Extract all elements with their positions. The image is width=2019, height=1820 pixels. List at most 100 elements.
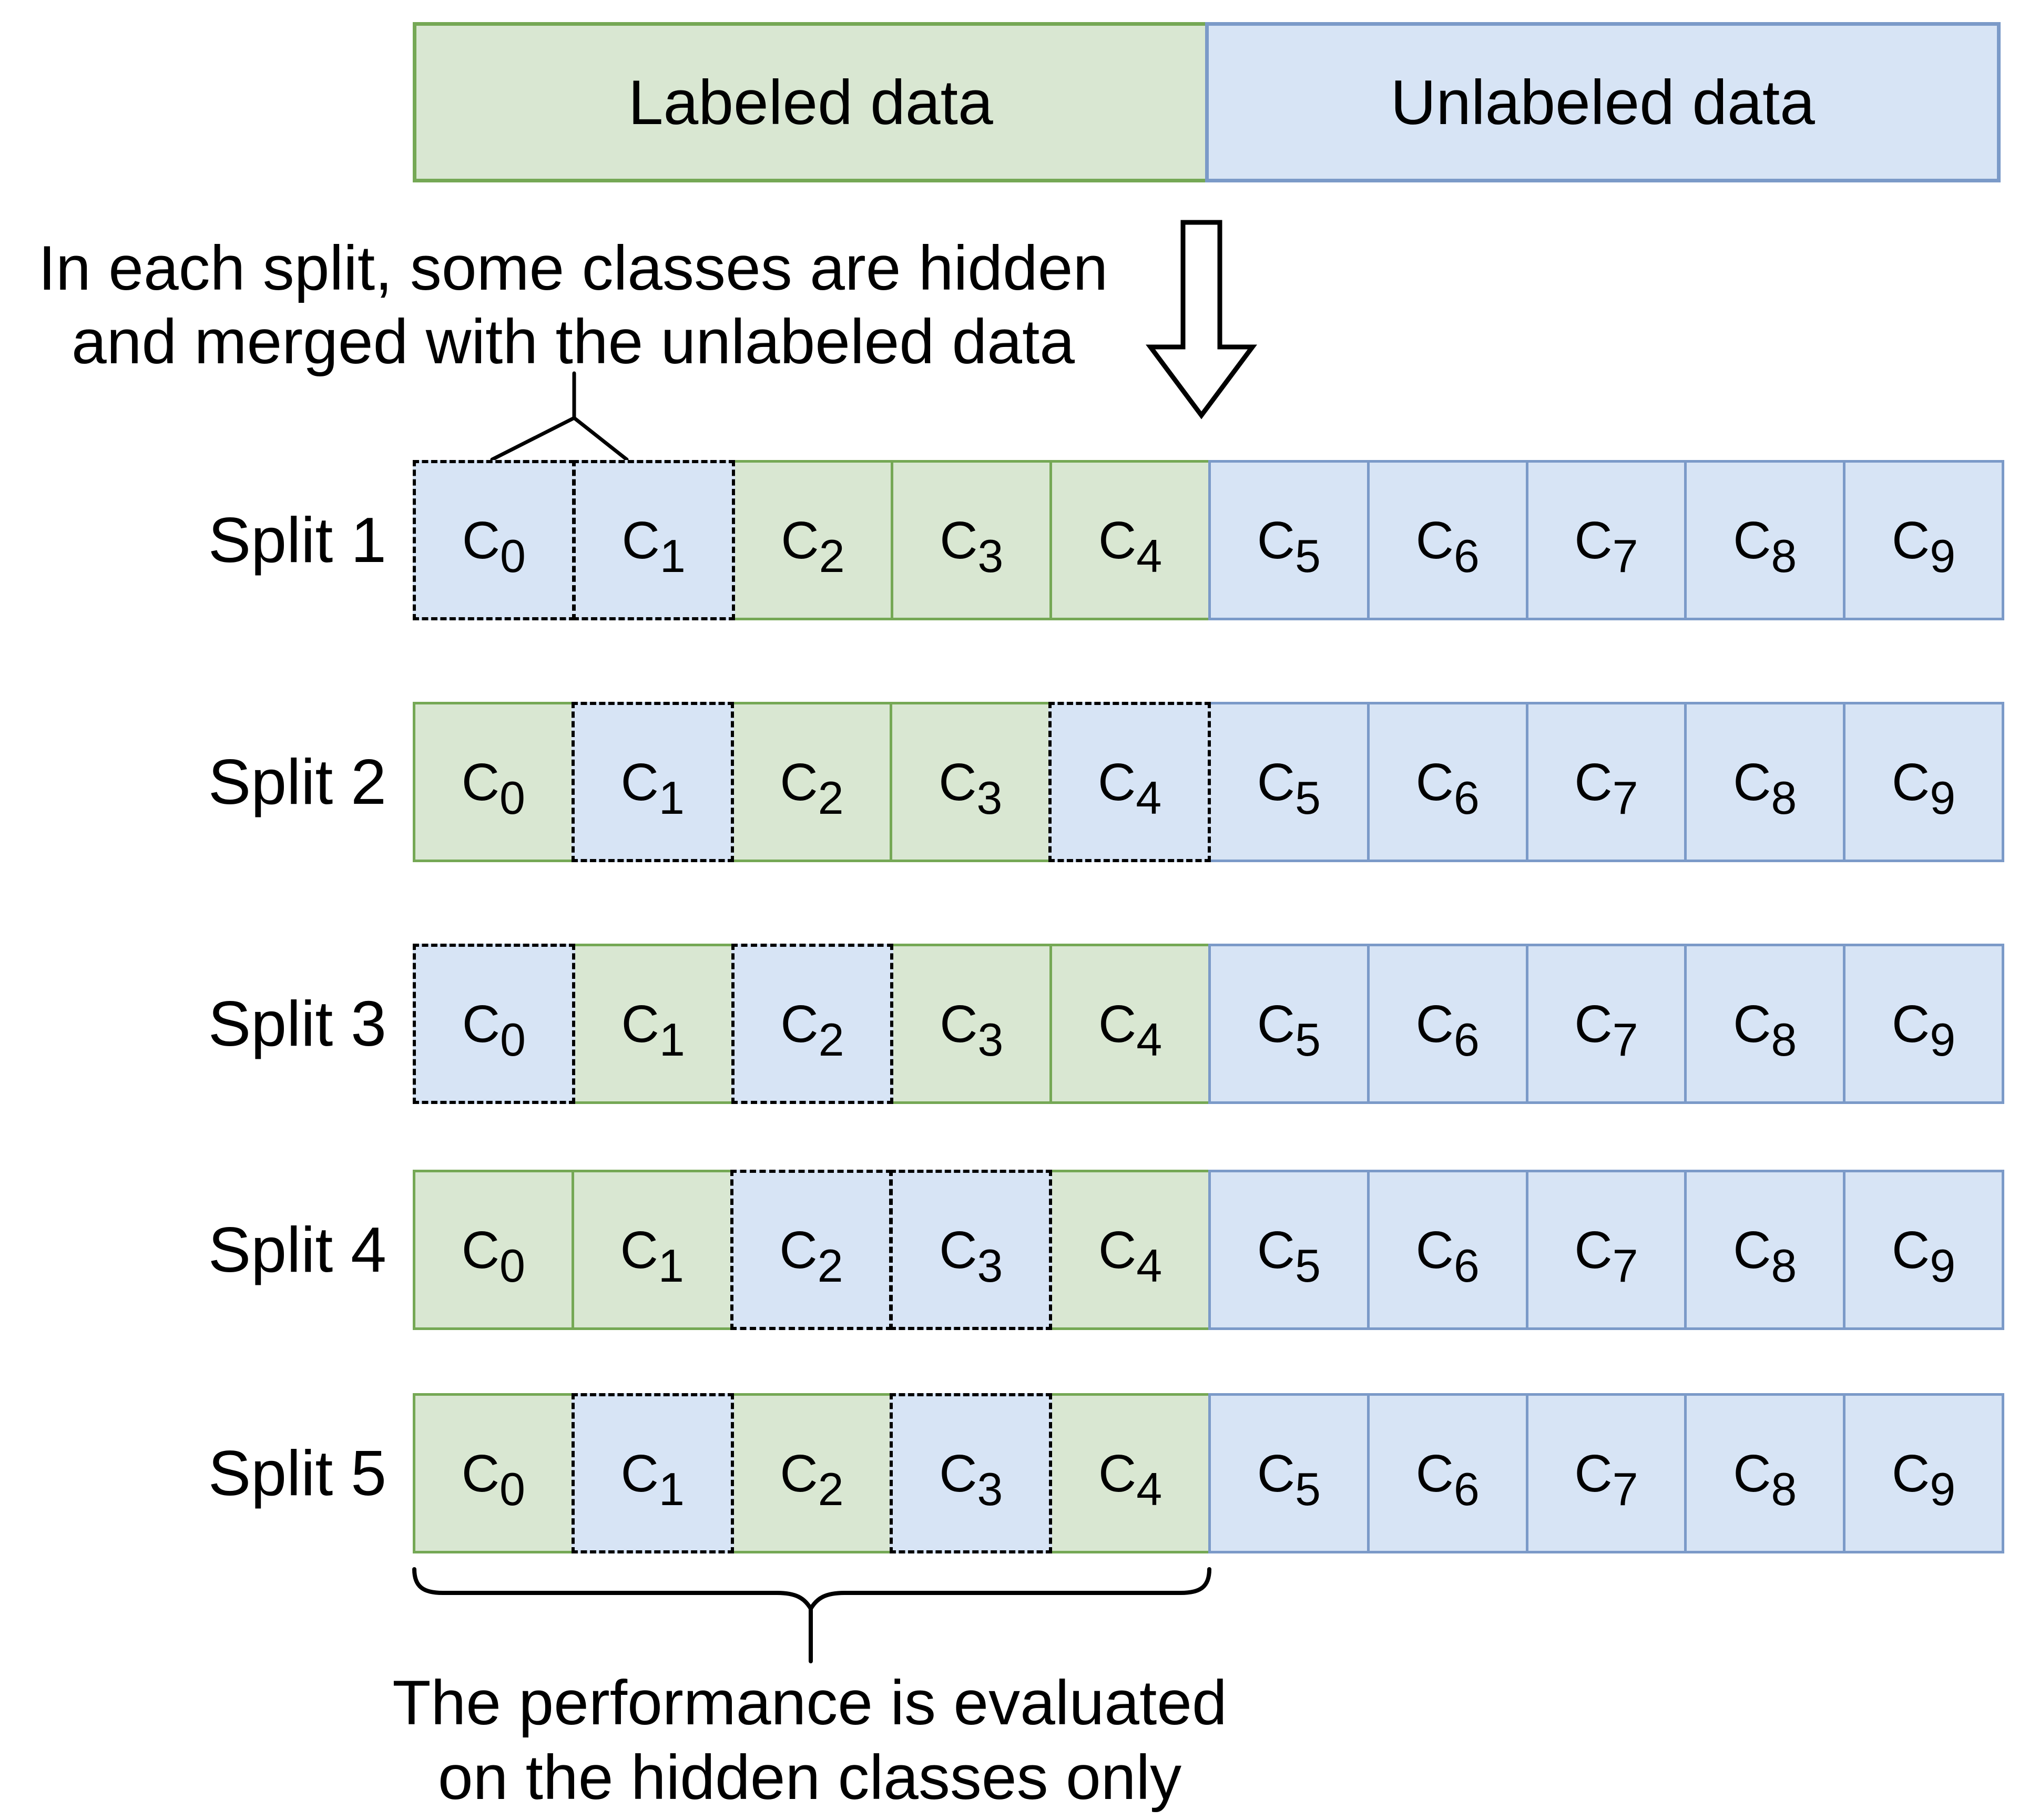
class-subscript: 3 [977, 529, 1004, 582]
class-subscript: 6 [1453, 771, 1480, 824]
class-name: C [621, 510, 660, 570]
class-name: C [1415, 994, 1454, 1054]
class-subscript: 4 [1136, 1463, 1163, 1515]
class-name: C [621, 994, 659, 1054]
class-name: C [1098, 1444, 1137, 1503]
class-name: C [1415, 1444, 1454, 1503]
class-subscript: 3 [976, 771, 1003, 824]
class-name: C [1733, 752, 1771, 812]
class-name: C [1098, 752, 1136, 812]
class-name: C [1574, 994, 1613, 1054]
class-name: C [1574, 752, 1613, 812]
class-name: C [462, 994, 501, 1054]
class-subscript: 5 [1295, 1463, 1321, 1515]
class-subscript: 7 [1612, 771, 1638, 824]
class-subscript: 7 [1612, 1239, 1638, 1292]
bottom-annotation: The performance is evaluated on the hidd… [326, 1665, 1293, 1815]
class-subscript: 5 [1295, 1239, 1321, 1292]
class-name: C [1098, 1220, 1137, 1280]
class-name: C [461, 1220, 500, 1280]
class-name: C [620, 752, 659, 812]
class-name: C [620, 1220, 658, 1280]
class-name: C [1733, 1220, 1771, 1280]
class-subscript: 8 [1771, 771, 1797, 824]
class-subscript: 0 [499, 1239, 525, 1292]
class-subscript: 0 [500, 1013, 526, 1066]
class-name: C [1891, 1220, 1930, 1280]
class-name: C [1733, 510, 1771, 570]
class-name: C [620, 1444, 659, 1503]
class-subscript: 0 [499, 1463, 525, 1515]
class-subscript: 1 [659, 1013, 685, 1066]
class-subscript: 9 [1930, 771, 1956, 824]
class-name: C [1891, 510, 1930, 570]
split-label-3: Split 3 [208, 988, 386, 1059]
class-name: C [1098, 510, 1137, 570]
class-subscript: 7 [1612, 1013, 1638, 1066]
bottom-annotation-line1: The performance is evaluated [392, 1668, 1227, 1738]
class-name: C [939, 752, 977, 812]
unlabeled-data-box: Unlabeled data [1205, 22, 2001, 182]
class-name: C [780, 1444, 818, 1503]
class-subscript: 5 [1295, 771, 1321, 824]
class-name: C [1733, 994, 1771, 1054]
class-subscript: 5 [1295, 1013, 1321, 1066]
class-name: C [779, 1220, 818, 1280]
top-annotation-line1: In each split, some classes are hidden [38, 233, 1108, 303]
class-subscript: 8 [1771, 1463, 1797, 1515]
class-subscript: 8 [1771, 529, 1797, 582]
class-subscript: 3 [977, 1013, 1004, 1066]
class-name: C [1415, 510, 1454, 570]
split-label-4: Split 4 [208, 1214, 386, 1285]
class-name: C [461, 1444, 500, 1503]
class-subscript: 8 [1771, 1013, 1797, 1066]
curly-brace-icon [412, 1567, 1211, 1663]
class-subscript: 2 [818, 771, 844, 824]
class-subscript: 5 [1295, 529, 1321, 582]
split-label-5: Split 5 [208, 1437, 386, 1509]
class-name: C [781, 510, 819, 570]
class-name: C [780, 752, 818, 812]
split-label-2: Split 2 [208, 746, 386, 817]
class-subscript: 6 [1453, 1013, 1480, 1066]
class-subscript: 1 [659, 529, 686, 582]
class-subscript: 6 [1453, 1239, 1480, 1292]
class-subscript: 2 [819, 529, 845, 582]
class-name: C [780, 994, 819, 1054]
unlabeled-data-label: Unlabeled data [1390, 67, 1815, 138]
class-name: C [940, 510, 978, 570]
class-subscript: 4 [1136, 1013, 1163, 1066]
class-name: C [1257, 1444, 1296, 1503]
class-name: C [1574, 1444, 1613, 1503]
bottom-annotation-line2: on the hidden classes only [437, 1742, 1182, 1813]
data-header-bar: Labeled data Unlabeled data [413, 22, 2004, 182]
class-subscript: 0 [499, 771, 525, 824]
